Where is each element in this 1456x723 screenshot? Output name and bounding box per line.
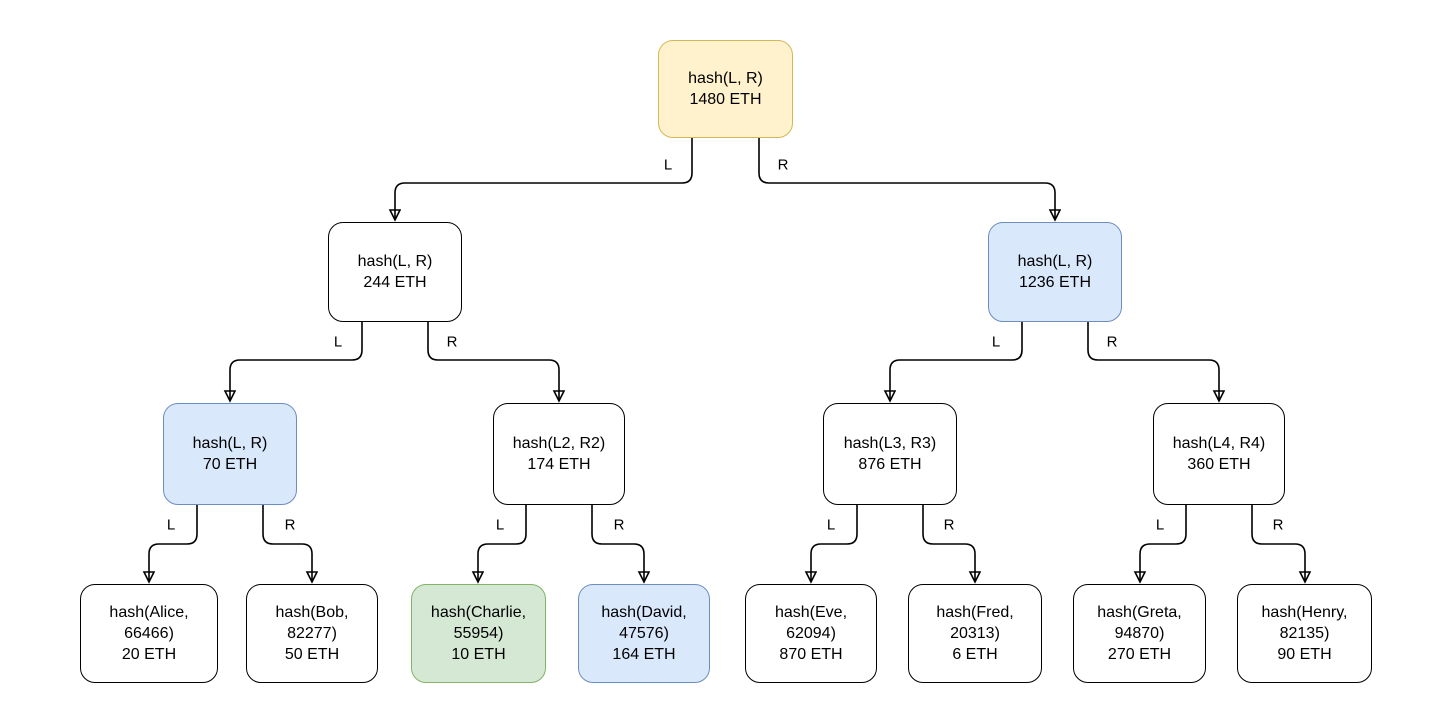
node-hash-label: hash(Bob, 82277): [275, 604, 349, 642]
node-amount-label: 870 ETH: [779, 646, 843, 663]
node-amount-label: 50 ETH: [284, 646, 340, 663]
node-hash-label: hash(David, 47576): [601, 604, 687, 642]
node-amount-label: 360 ETH: [1187, 456, 1251, 473]
node-right-left: hash(L3, R3) 876 ETH: [823, 403, 957, 505]
node-amount-label: 876 ETH: [858, 456, 922, 473]
node-right-right: hash(L4, R4) 360 ETH: [1153, 403, 1285, 505]
node-hash-label: hash(Henry, 82135): [1261, 604, 1348, 642]
node-hash-label: hash(L, R): [357, 253, 433, 270]
node-leaf-david: hash(David, 47576) 164 ETH: [578, 584, 710, 683]
node-amount-label: 174 ETH: [527, 456, 591, 473]
node-amount-label: 270 ETH: [1107, 646, 1172, 663]
edge-root-right: [758, 138, 1055, 220]
node-leaf-charlie: hash(Charlie, 55954) 10 ETH: [411, 584, 546, 683]
edge-to-eve: [811, 505, 858, 582]
node-right: hash(L, R) 1236 ETH: [988, 222, 1122, 322]
node-leaf-henry: hash(Henry, 82135) 90 ETH: [1237, 584, 1372, 683]
edge-label: L: [331, 333, 345, 351]
edge-label: L: [1153, 516, 1167, 534]
node-hash-label: hash(Greta, 94870): [1097, 604, 1182, 642]
edge-label: L: [989, 333, 1003, 351]
edge-to-alice: [149, 505, 198, 582]
edge-label: R: [611, 516, 627, 534]
node-leaf-eve: hash(Eve, 62094) 870 ETH: [745, 584, 877, 683]
node-hash-label: hash(L4, R4): [1172, 435, 1266, 452]
node-hash-label: hash(L, R): [688, 70, 763, 87]
node-hash-label: hash(Eve, 62094): [774, 604, 848, 642]
node-amount-label: 90 ETH: [1277, 646, 1332, 663]
node-hash-label: hash(Charlie, 55954): [430, 604, 527, 642]
node-root: hash(L, R) 1480 ETH: [658, 40, 793, 138]
edge-label: R: [444, 333, 460, 351]
edge-left-leftleft: [230, 322, 363, 401]
edge-label: R: [941, 516, 957, 534]
node-amount-label: 244 ETH: [363, 274, 427, 291]
edge-to-charlie: [478, 505, 527, 582]
edge-to-fred: [922, 505, 975, 582]
node-hash-label: hash(Fred, 20313): [936, 604, 1014, 642]
edge-label: R: [775, 156, 791, 174]
node-hash-label: hash(L3, R3): [843, 435, 937, 452]
edge-label: L: [824, 516, 838, 534]
node-amount-label: 1480 ETH: [689, 91, 762, 108]
node-leaf-greta: hash(Greta, 94870) 270 ETH: [1073, 584, 1206, 683]
node-hash-label: hash(L, R): [1017, 253, 1093, 270]
edge-left-leftright: [427, 322, 559, 401]
edge-label: L: [493, 516, 507, 534]
edge-label: R: [1270, 516, 1286, 534]
node-amount-label: 164 ETH: [612, 646, 676, 663]
node-leaf-alice: hash(Alice, 66466) 20 ETH: [80, 584, 218, 683]
edge-label: L: [164, 516, 178, 534]
edge-to-bob: [262, 505, 312, 582]
node-amount-label: 70 ETH: [202, 456, 258, 473]
edge-right-rightleft: [890, 322, 1023, 401]
node-hash-label: hash(L, R): [192, 435, 268, 452]
node-leaf-fred: hash(Fred, 20313) 6 ETH: [908, 584, 1042, 683]
edge-label: R: [282, 516, 298, 534]
edge-label: R: [1104, 333, 1120, 351]
node-leaf-bob: hash(Bob, 82277) 50 ETH: [246, 584, 378, 683]
node-left-right: hash(L2, R2) 174 ETH: [493, 403, 625, 505]
node-amount-label: 1236 ETH: [1018, 274, 1092, 291]
edge-to-greta: [1140, 505, 1187, 582]
edge-to-david: [591, 505, 644, 582]
node-amount-label: 6 ETH: [952, 646, 998, 663]
node-left-left: hash(L, R) 70 ETH: [163, 403, 297, 505]
node-amount-label: 10 ETH: [451, 646, 506, 663]
node-hash-label: hash(Alice, 66466): [109, 604, 189, 642]
node-hash-label: hash(L2, R2): [512, 435, 606, 452]
edge-label: L: [661, 156, 675, 174]
edge-to-henry: [1251, 505, 1305, 582]
node-amount-label: 20 ETH: [121, 646, 177, 663]
node-left: hash(L, R) 244 ETH: [328, 222, 462, 322]
edge-root-left: [395, 138, 693, 220]
edge-right-rightright: [1087, 322, 1219, 401]
